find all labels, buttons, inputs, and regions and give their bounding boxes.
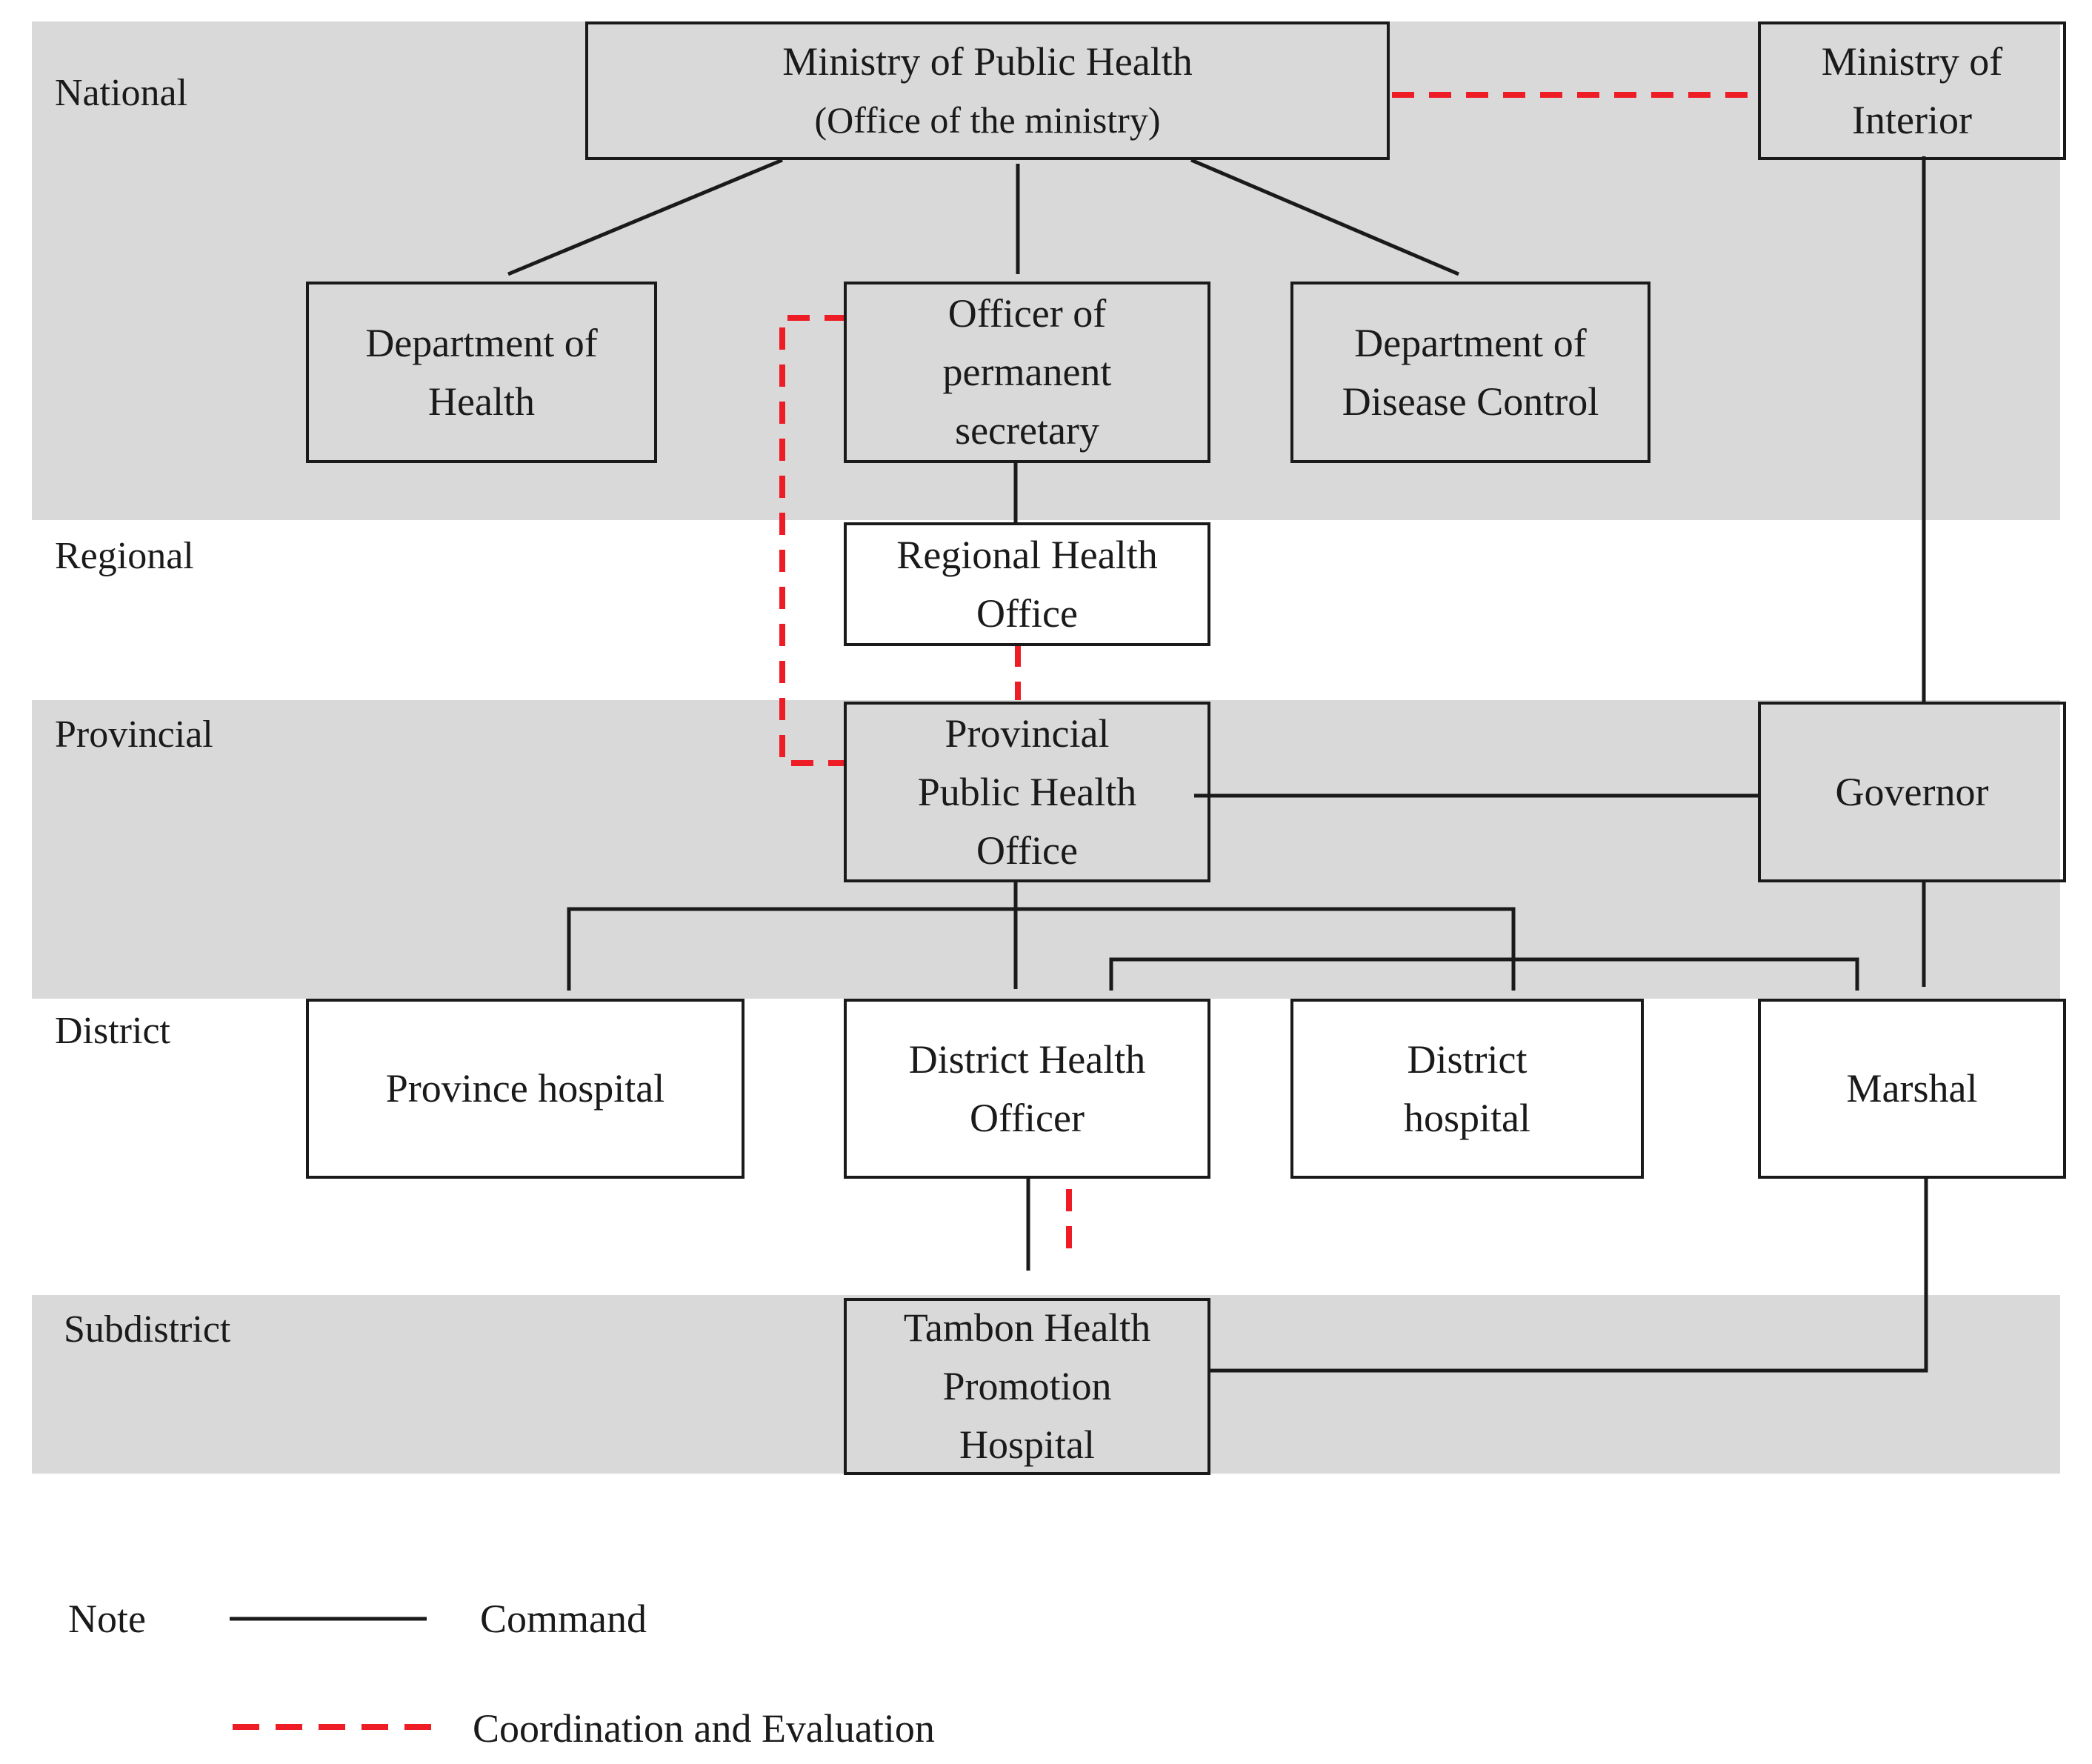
ministry-public-health-title: Ministry of Public Health bbox=[782, 39, 1193, 84]
node-governor: Governor bbox=[1758, 702, 2066, 882]
command-line-marshal-to-tambon bbox=[1210, 1176, 1928, 1373]
node-department-health: Department of Health bbox=[306, 282, 657, 463]
command-line-ministry-to-dept-health bbox=[507, 158, 783, 276]
regional-health-office-label: Regional Health Office bbox=[896, 532, 1158, 636]
province-hospital-label: Province hospital bbox=[385, 1066, 665, 1111]
ministry-public-health-subtitle: (Office of the ministry) bbox=[814, 99, 1161, 141]
level-label-provincial: Provincial bbox=[55, 713, 213, 756]
legend-coordination-swatch bbox=[233, 1724, 437, 1730]
node-district-hospital: District hospital bbox=[1290, 999, 1644, 1179]
command-lines bbox=[507, 156, 1928, 1373]
node-tambon-health-promotion-hospital: Tambon Health Promotion Hospital bbox=[844, 1298, 1210, 1475]
national-band bbox=[32, 21, 2060, 520]
department-health-label: Department of Health bbox=[365, 320, 598, 424]
node-department-disease-control: Department of Disease Control bbox=[1290, 282, 1650, 463]
node-officer-permanent-secretary: Officer of permanent secretary bbox=[844, 282, 1210, 463]
node-provincial-public-health-office: Provincial Public Health Office bbox=[844, 702, 1210, 882]
node-ministry-interior: Ministry of Interior bbox=[1758, 21, 2066, 160]
coordination-lines bbox=[779, 92, 1749, 1263]
provincial-public-health-office-label: Provincial Public Health Office bbox=[917, 710, 1137, 873]
officer-permanent-secretary-label: Officer of permanent secretary bbox=[942, 291, 1112, 453]
level-label-subdistrict: Subdistrict bbox=[64, 1308, 231, 1351]
department-disease-control-label: Department of Disease Control bbox=[1342, 320, 1599, 424]
district-health-officer-label: District Health Officer bbox=[908, 1036, 1146, 1140]
tambon-health-promotion-hospital-label: Tambon Health Promotion Hospital bbox=[903, 1305, 1151, 1467]
command-line-ministry-to-disease-control bbox=[1190, 158, 1459, 276]
legend-title: Note bbox=[68, 1597, 146, 1641]
level-label-national: National bbox=[55, 72, 188, 114]
node-district-health-officer: District Health Officer bbox=[844, 999, 1210, 1179]
legend-coordination-label: Coordination and Evaluation bbox=[473, 1706, 935, 1751]
marshal-label: Marshal bbox=[1846, 1066, 1978, 1111]
district-hospital-label: District hospital bbox=[1404, 1036, 1530, 1140]
command-line-bus-to-marshal bbox=[1109, 957, 1859, 991]
subdistrict-band bbox=[32, 1295, 2060, 1474]
coordination-line-secretary-to-provincial bbox=[779, 315, 847, 766]
node-marshal: Marshal bbox=[1758, 999, 2066, 1179]
node-province-hospital: Province hospital bbox=[306, 999, 744, 1179]
level-label-district: District bbox=[55, 1010, 170, 1052]
governor-label: Governor bbox=[1835, 769, 1989, 814]
legend-command-label: Command bbox=[480, 1597, 647, 1641]
node-ministry-public-health: Ministry of Public Health (Office of the … bbox=[585, 21, 1390, 160]
node-regional-health-office: Regional Health Office bbox=[844, 522, 1210, 646]
legend-command-swatch bbox=[230, 1617, 427, 1621]
level-label-regional: Regional bbox=[55, 535, 194, 577]
provincial-band bbox=[32, 700, 2060, 999]
command-line-bus-province-district-hospital bbox=[567, 907, 1516, 991]
ministry-interior-label: Ministry of Interior bbox=[1821, 39, 2003, 142]
